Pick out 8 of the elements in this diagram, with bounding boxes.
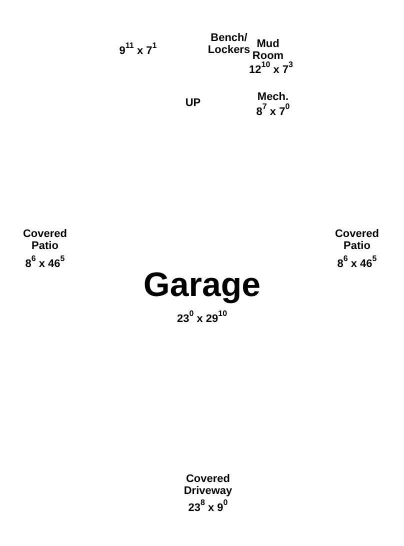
room-label: Mech. xyxy=(256,91,290,103)
room-label: Bench/ Lockers xyxy=(206,32,252,56)
room-label: Covered Patio xyxy=(22,228,68,252)
room-label: Covered Driveway xyxy=(182,473,234,497)
dimension-label: 9$^{11}$ x 7$^{1}$ xyxy=(118,45,158,57)
stair-label: UP xyxy=(184,97,202,109)
room-label: Garage xyxy=(142,265,262,305)
room-label: Covered Patio xyxy=(334,228,380,252)
